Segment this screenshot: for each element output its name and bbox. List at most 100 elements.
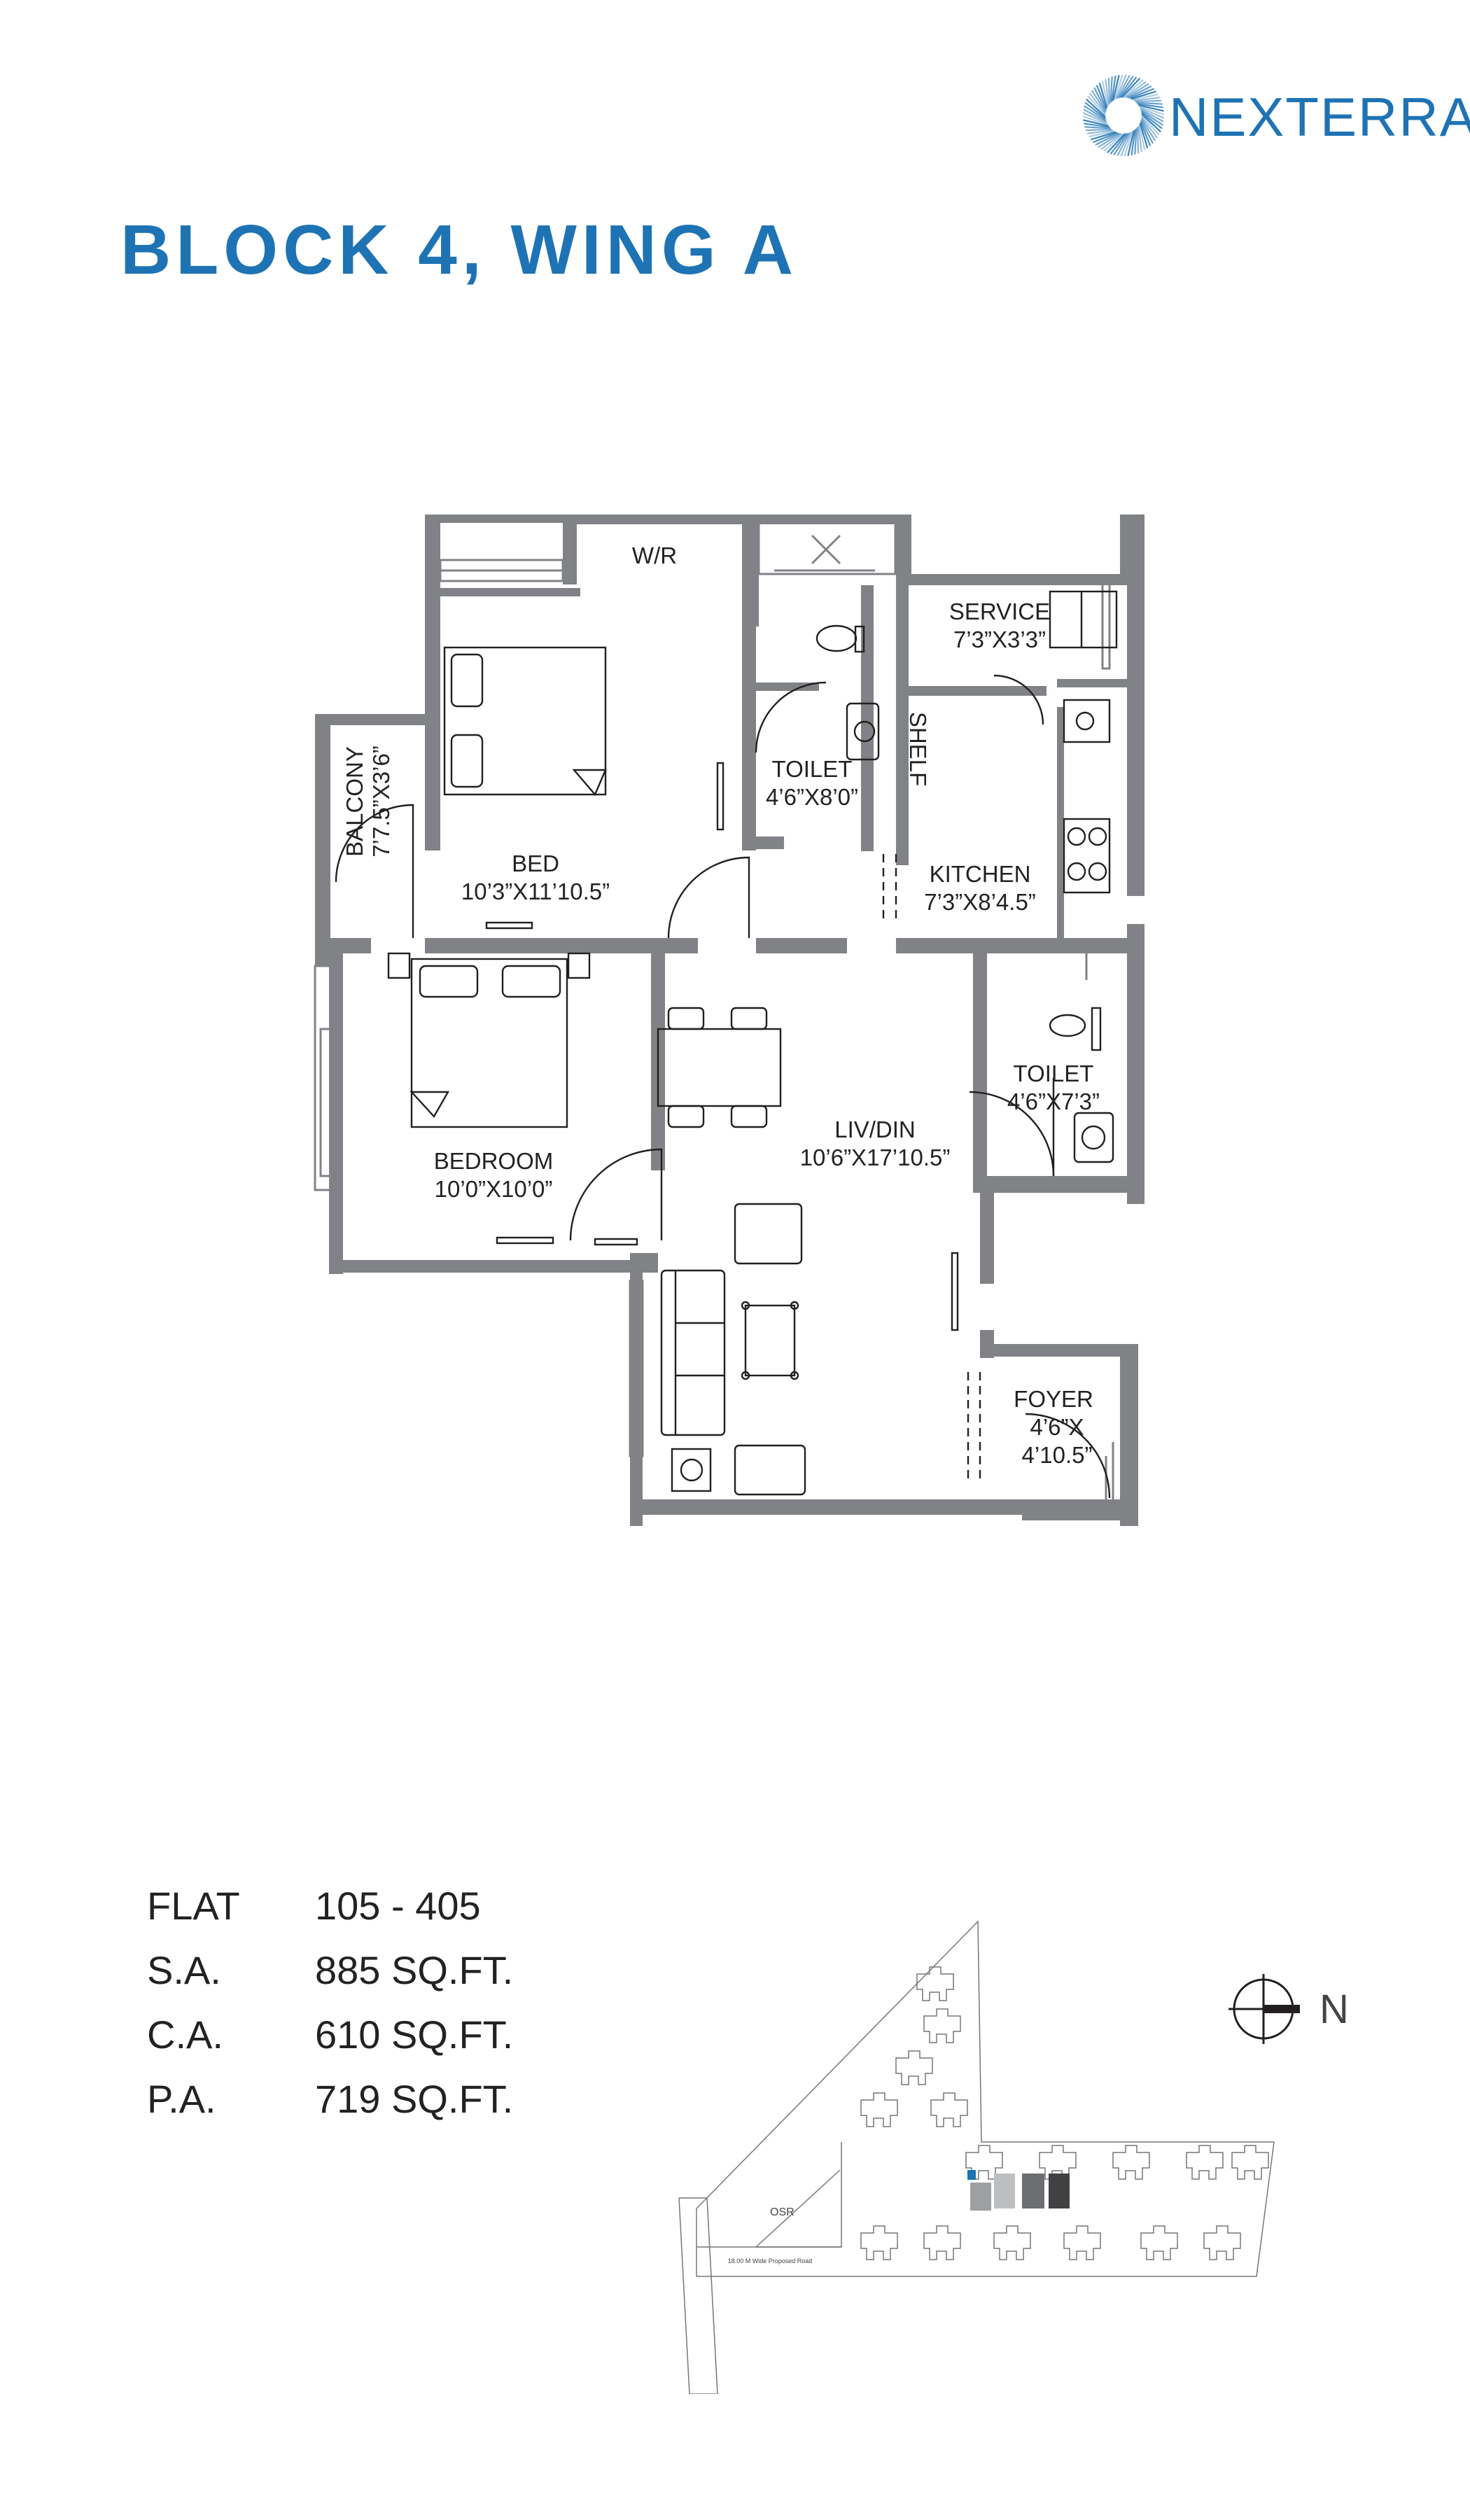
- site-outline: [678, 1920, 1275, 2394]
- windows: [314, 520, 1114, 1499]
- logo-ray: [1116, 132, 1130, 156]
- building-outline: [1186, 2145, 1224, 2180]
- logo-ray: [1106, 133, 1126, 153]
- building-outline: [923, 2008, 961, 2043]
- logo-ray: [1136, 102, 1163, 105]
- logo-ray: [1140, 118, 1156, 141]
- logo-ray: [1084, 102, 1107, 120]
- logo-ray: [1107, 77, 1111, 104]
- room-size-bed: 10’3”X11’10.5”: [461, 878, 610, 904]
- room-label-balcony: BALCONY: [342, 746, 368, 857]
- logo-ray: [1113, 132, 1129, 155]
- stat-row-flat: FLAT 105 - 405: [147, 1883, 637, 1947]
- brand-name: NEXTERRA: [1169, 86, 1470, 148]
- building-outline: [1063, 2225, 1101, 2260]
- building-outline: [860, 2092, 898, 2127]
- room-size-balcony: 7’7.5”X3’6”: [368, 746, 394, 858]
- door-swing-icon: [335, 674, 1111, 1499]
- bedroom-bed-icon: [387, 952, 591, 1128]
- logo-ray: [1140, 120, 1154, 144]
- logo-ray: [1140, 108, 1164, 122]
- logo-ray: [1118, 76, 1134, 99]
- logo-ray: [1138, 124, 1146, 150]
- logo-ray: [1103, 133, 1124, 152]
- logo-ray: [1115, 74, 1127, 99]
- toilet-icon: [816, 624, 1102, 1051]
- logo-ray: [1086, 130, 1114, 134]
- logo-ray: [1112, 75, 1120, 101]
- logo-ray: [1113, 74, 1124, 100]
- bed-icon: [443, 646, 607, 797]
- logo-ray: [1137, 103, 1164, 108]
- room-size-kitchen: 7’3”X8’4.5”: [924, 889, 1036, 915]
- logo-ray: [1124, 131, 1134, 157]
- building-outline: [1231, 2145, 1269, 2180]
- logo-ray: [1132, 93, 1158, 101]
- stat-row-ca: C.A. 610 SQ.FT.: [147, 2012, 637, 2076]
- stat-value: 719 SQ.FT.: [315, 2077, 514, 2121]
- sofa-icon: [660, 1203, 806, 1496]
- dining-table-icon: [657, 1007, 782, 1128]
- logo-ray: [1140, 110, 1163, 126]
- stat-label: FLAT: [147, 1884, 240, 1928]
- logo-ray: [1141, 116, 1158, 139]
- logo-ray: [1116, 75, 1130, 99]
- logo-ray: [1088, 130, 1115, 138]
- room-label-livdin: LIV/DIN: [834, 1116, 916, 1142]
- logo-ray: [1135, 99, 1162, 103]
- logo-ray: [1139, 105, 1165, 115]
- north-label: N: [1320, 1987, 1349, 2032]
- highlighted-block: [967, 2170, 1070, 2211]
- room-label-service: SERVICE: [949, 598, 1050, 624]
- logo-ray: [1083, 122, 1110, 128]
- stat-value: 105 - 405: [315, 1884, 481, 1928]
- room-label-toilet-1: TOILET: [772, 756, 853, 782]
- logo-ray: [1124, 80, 1147, 98]
- logo-ray: [1098, 132, 1121, 148]
- osr-label: OSR: [770, 2206, 794, 2218]
- stat-label: P.A.: [147, 2077, 216, 2121]
- logo-ray: [1084, 126, 1111, 130]
- floor-plan: W/R SERVICE 7’3”X3’3” TOILET 4’6”X8’0” S…: [314, 514, 1144, 1526]
- furniture: [387, 590, 1118, 1496]
- logo-ray: [1084, 105, 1107, 121]
- room-label-kitchen: KITCHEN: [930, 861, 1031, 887]
- logo-ray: [1140, 111, 1163, 130]
- room-label-shelf: SHELF: [905, 712, 931, 786]
- room-label-bed: BED: [512, 850, 559, 876]
- north-arrow-icon: N: [1228, 1974, 1349, 2044]
- logo-ray: [1126, 83, 1149, 99]
- building-outline: [860, 2225, 898, 2260]
- stat-row-sa: S.A. 885 SQ.FT.: [147, 1947, 637, 2012]
- logo-ray: [1082, 112, 1107, 124]
- logo-ray: [1121, 78, 1141, 98]
- logo-ray: [1133, 97, 1161, 102]
- logo-ray: [1110, 76, 1113, 103]
- logo-ray: [1101, 80, 1109, 107]
- logo-ray: [1141, 113, 1161, 133]
- logo-ray: [1100, 133, 1123, 150]
- building-outline: [1203, 2225, 1241, 2260]
- logo-ray: [1087, 95, 1106, 116]
- logo-ray: [1138, 125, 1142, 153]
- room-size-foyer-2: 4’10.5”: [1022, 1442, 1093, 1468]
- building-outline: [993, 2225, 1031, 2260]
- room-size-toilet-2: 4’6”X7’3”: [1007, 1088, 1100, 1114]
- logo-ray: [1083, 108, 1107, 122]
- logo-ray: [1095, 132, 1119, 146]
- logo-ray: [1093, 87, 1107, 111]
- logo-ray: [1128, 85, 1152, 99]
- brand-logo: NEXTERRA: [1078, 70, 1470, 161]
- logo-ray: [1140, 107, 1165, 119]
- room-size-foyer-1: 4’6”X: [1030, 1414, 1084, 1440]
- logo-ray: [1141, 115, 1160, 136]
- building-outline: [923, 2225, 961, 2260]
- stat-value: 885 SQ.FT.: [315, 1948, 514, 1992]
- logo-ray: [1083, 119, 1109, 127]
- logo-ray: [1127, 130, 1135, 156]
- logo-ray: [1138, 104, 1164, 112]
- logo-ray: [1130, 129, 1136, 156]
- building-outline: [1112, 2145, 1150, 2180]
- logo-ray: [1098, 82, 1108, 108]
- logo-ray: [1096, 85, 1107, 110]
